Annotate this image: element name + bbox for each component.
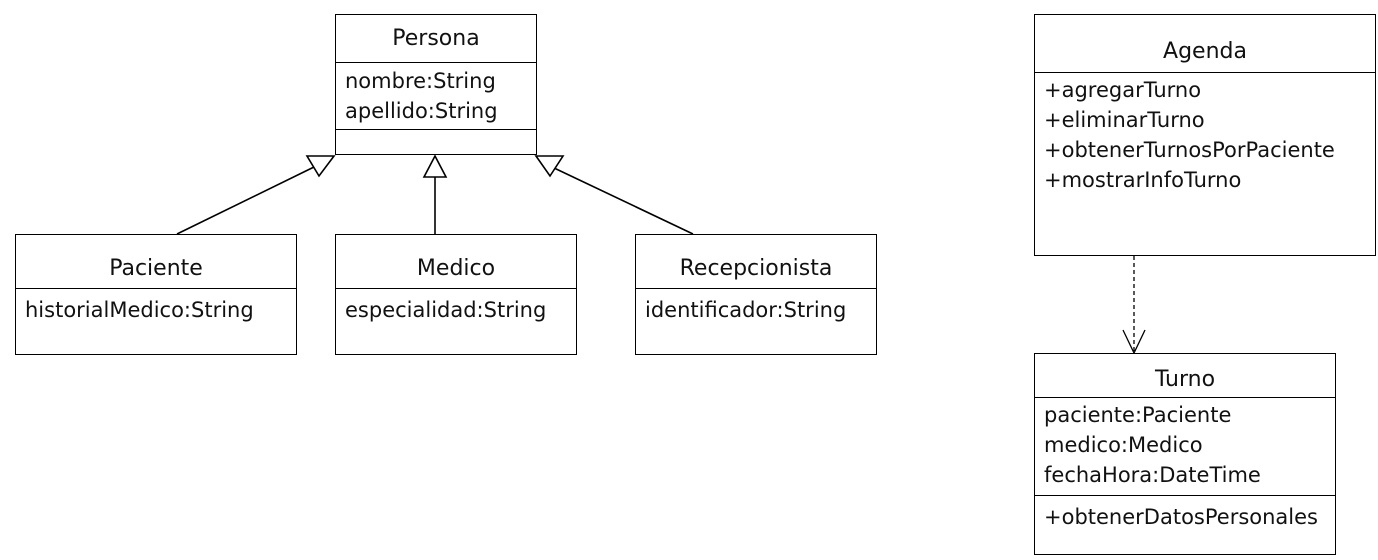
class-turno[interactable]: Turno paciente:Paciente medico:Medico fe…	[1034, 353, 1336, 555]
attributes-recepcionista: identificador:String	[636, 289, 876, 325]
method-agregarturno: +agregarTurno	[1044, 78, 1202, 102]
method-obtenerturnosporpaciente: +obtenerTurnosPorPaciente	[1044, 138, 1335, 162]
attribute-especialidad: especialidad:String	[345, 298, 547, 322]
generalization-arrowhead-medico	[422, 154, 448, 178]
methods-turno: +obtenerDatosPersonales	[1035, 496, 1335, 532]
class-name-paciente: Paciente	[16, 235, 296, 289]
class-name-recepcionista: Recepcionista	[636, 235, 876, 289]
method-obtenerdatospersonales: +obtenerDatosPersonales	[1044, 505, 1318, 529]
class-agenda[interactable]: Agenda +agregarTurno +eliminarTurno +obt…	[1034, 14, 1376, 256]
attribute-fechahora: fechaHora:DateTime	[1044, 463, 1261, 487]
attributes-paciente: historialMedico:String	[16, 289, 296, 325]
generalization-line-paciente	[176, 166, 315, 235]
generalization-line-recepcionista	[551, 166, 694, 235]
attribute-apellido: apellido:String	[345, 99, 498, 123]
attributes-persona: nombre:String apellido:String	[336, 63, 536, 130]
methods-agenda: +agregarTurno +eliminarTurno +obtenerTur…	[1035, 73, 1375, 195]
generalization-arrowhead-recepcionista	[534, 155, 565, 178]
class-persona[interactable]: Persona nombre:String apellido:String	[335, 14, 537, 155]
attribute-paciente: paciente:Paciente	[1044, 403, 1232, 427]
attribute-identificador: identificador:String	[645, 298, 847, 322]
class-name-turno: Turno	[1035, 354, 1335, 398]
attribute-medico: medico:Medico	[1044, 433, 1203, 457]
attribute-historialmedico: historialMedico:String	[25, 298, 254, 322]
class-recepcionista[interactable]: Recepcionista identificador:String	[635, 234, 877, 355]
attribute-nombre: nombre:String	[345, 69, 496, 93]
class-name-medico: Medico	[336, 235, 576, 289]
attributes-medico: especialidad:String	[336, 289, 576, 325]
generalization-arrowhead-paciente	[305, 155, 336, 178]
class-paciente[interactable]: Paciente historialMedico:String	[15, 234, 297, 355]
method-eliminarturno: +eliminarTurno	[1044, 108, 1205, 132]
attributes-turno: paciente:Paciente medico:Medico fechaHor…	[1035, 398, 1335, 496]
class-name-persona: Persona	[336, 15, 536, 63]
class-name-agenda: Agenda	[1035, 15, 1375, 73]
class-medico[interactable]: Medico especialidad:String	[335, 234, 577, 355]
methods-persona	[336, 130, 536, 154]
method-mostrarinfoturno: +mostrarInfoTurno	[1044, 168, 1242, 192]
